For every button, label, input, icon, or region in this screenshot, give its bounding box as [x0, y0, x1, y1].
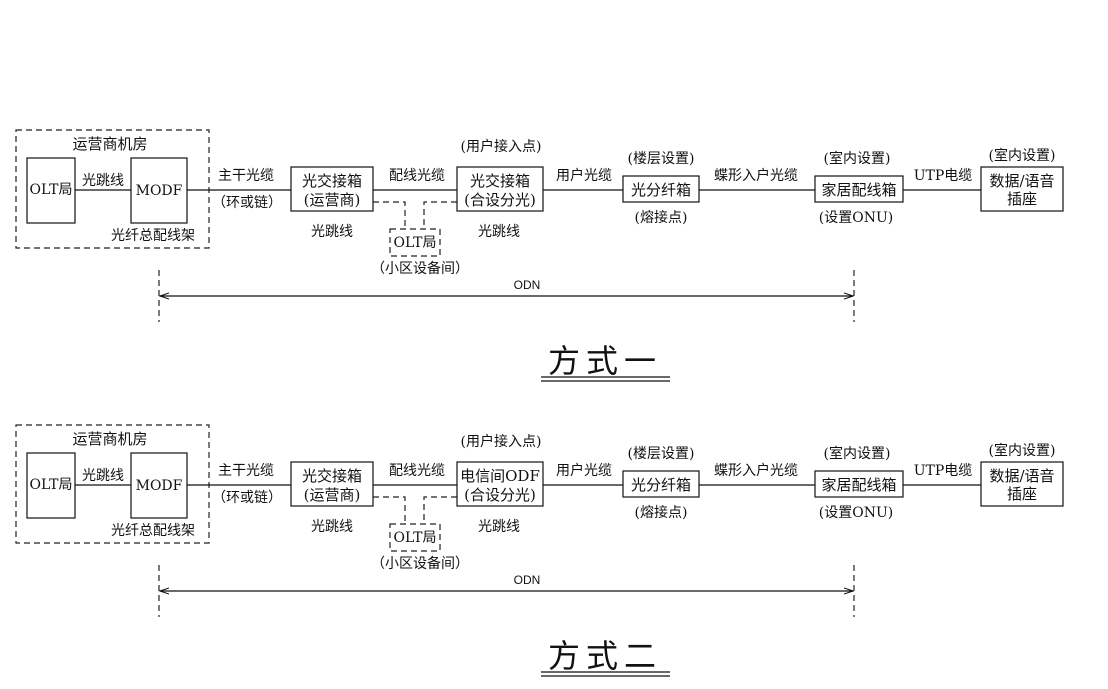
onu-setting-label: (设置ONU) — [819, 210, 893, 226]
olt-local-label: OLT局 — [394, 235, 437, 251]
access-point-label: (用户接入点) — [461, 138, 542, 155]
operator-room-label: 运营商机房 — [72, 135, 147, 153]
odn-label: ODN — [514, 278, 541, 292]
socket-line2: 插座 — [1007, 190, 1037, 208]
jumper-3-label: 光跳线 — [478, 224, 520, 240]
operator-room-box — [15, 129, 210, 249]
telecom-room-odf-box — [456, 461, 544, 507]
indoor-setting-2-label: (室内设置) — [989, 442, 1056, 459]
modf-label: MODF — [136, 183, 183, 199]
data-voice-socket-box — [980, 461, 1064, 507]
trunk-cable-sub: （环或链） — [212, 490, 282, 506]
user-cable-label: 用户光缆 — [556, 167, 612, 184]
olt-local-caption: （小区设备间） — [371, 555, 469, 572]
cabinet-1-line1: 光交接箱 — [302, 172, 362, 190]
cabinet-2-line1: 光交接箱 — [470, 172, 530, 190]
trunk-cable-sub: （环或链） — [212, 195, 282, 211]
jumper-1-label: 光跳线 — [82, 468, 124, 484]
trunk-cable-label: 主干光缆 — [218, 168, 274, 184]
splitter-box-label: 光分纤箱 — [631, 476, 691, 494]
socket-line2: 插座 — [1007, 485, 1037, 503]
distribution-cable-label: 配线光缆 — [389, 463, 445, 479]
operator-room-box — [15, 424, 210, 544]
diagram-2-title: 方式二 — [548, 637, 662, 675]
modf-box — [130, 157, 188, 224]
operator-room-label: 运营商机房 — [72, 430, 147, 448]
cabinet-2-line1: 电信间ODF — [460, 467, 540, 485]
indoor-setting-1-label: (室内设置) — [824, 445, 891, 462]
olt-dashed-link-left — [373, 201, 406, 229]
floor-setting-label: (楼层设置) — [628, 446, 695, 462]
butterfly-cable-label: 蝶形入户光缆 — [714, 462, 798, 479]
splice-point-label: (熔接点) — [635, 209, 688, 226]
modf-caption: 光纤总配线架 — [111, 228, 195, 244]
home-distribution-box — [814, 175, 904, 203]
socket-line1: 数据/语音 — [989, 467, 1054, 485]
indoor-setting-1-label: (室内设置) — [824, 150, 891, 167]
home-box-label: 家居配线箱 — [821, 476, 896, 494]
indoor-setting-2-label: (室内设置) — [989, 147, 1056, 164]
access-point-label: (用户接入点) — [461, 433, 542, 450]
data-voice-socket-box — [980, 166, 1064, 212]
modf-label: MODF — [136, 478, 183, 494]
odn-label: ODN — [514, 573, 541, 587]
cabinet-1-line1: 光交接箱 — [302, 467, 362, 485]
home-distribution-box — [814, 470, 904, 498]
utp-cable-label: UTP电缆 — [914, 168, 973, 184]
cabinet-1-line2: (运营商) — [304, 191, 361, 209]
olt-dashed-link-left — [373, 496, 406, 524]
cross-connect-cabinet-1 — [290, 166, 374, 212]
olt-local-caption: （小区设备间） — [371, 260, 469, 277]
jumper-2-label: 光跳线 — [311, 519, 353, 535]
olt-central-label: OLT局 — [30, 477, 73, 493]
jumper-1-label: 光跳线 — [82, 173, 124, 189]
home-box-label: 家居配线箱 — [821, 181, 896, 199]
butterfly-cable-label: 蝶形入户光缆 — [714, 167, 798, 184]
user-cable-label: 用户光缆 — [556, 462, 612, 479]
splice-point-label: (熔接点) — [635, 504, 688, 521]
jumper-2-label: 光跳线 — [311, 224, 353, 240]
olt-local-box — [389, 523, 441, 552]
jumper-3-label: 光跳线 — [478, 519, 520, 535]
olt-local-label: OLT局 — [394, 530, 437, 546]
distribution-cable-label: 配线光缆 — [389, 168, 445, 184]
olt-dashed-link-right — [423, 201, 457, 229]
splitter-box-label: 光分纤箱 — [631, 181, 691, 199]
fiber-splitter-box — [622, 470, 700, 498]
fiber-splitter-box — [622, 175, 700, 203]
olt-dashed-link-right — [423, 496, 457, 524]
olt-central-label: OLT局 — [30, 182, 73, 198]
cabinet-1-line2: (运营商) — [304, 486, 361, 504]
onu-setting-label: (设置ONU) — [819, 505, 893, 521]
trunk-cable-label: 主干光缆 — [218, 463, 274, 479]
cross-connect-cabinet-2 — [456, 166, 544, 212]
cabinet-2-line2: (合设分光) — [464, 191, 536, 209]
utp-cable-label: UTP电缆 — [914, 463, 973, 479]
olt-local-box — [389, 228, 441, 257]
modf-caption: 光纤总配线架 — [111, 523, 195, 539]
olt-central-box — [26, 157, 76, 224]
diagram-2: 运营商机房 OLT局 光跳线 MODF 光纤总配线架 主干光缆 （环或链） 光交… — [15, 424, 1064, 677]
cross-connect-cabinet-1 — [290, 461, 374, 507]
socket-line1: 数据/语音 — [989, 172, 1054, 190]
floor-setting-label: (楼层设置) — [628, 151, 695, 167]
diagram-1: 运营商机房 OLT局 光跳线 MODF 光纤总配线架 主干光缆 （环或链） 光交… — [15, 129, 1064, 382]
cabinet-2-line2: (合设分光) — [464, 486, 536, 504]
diagram-1-title: 方式一 — [548, 342, 662, 380]
